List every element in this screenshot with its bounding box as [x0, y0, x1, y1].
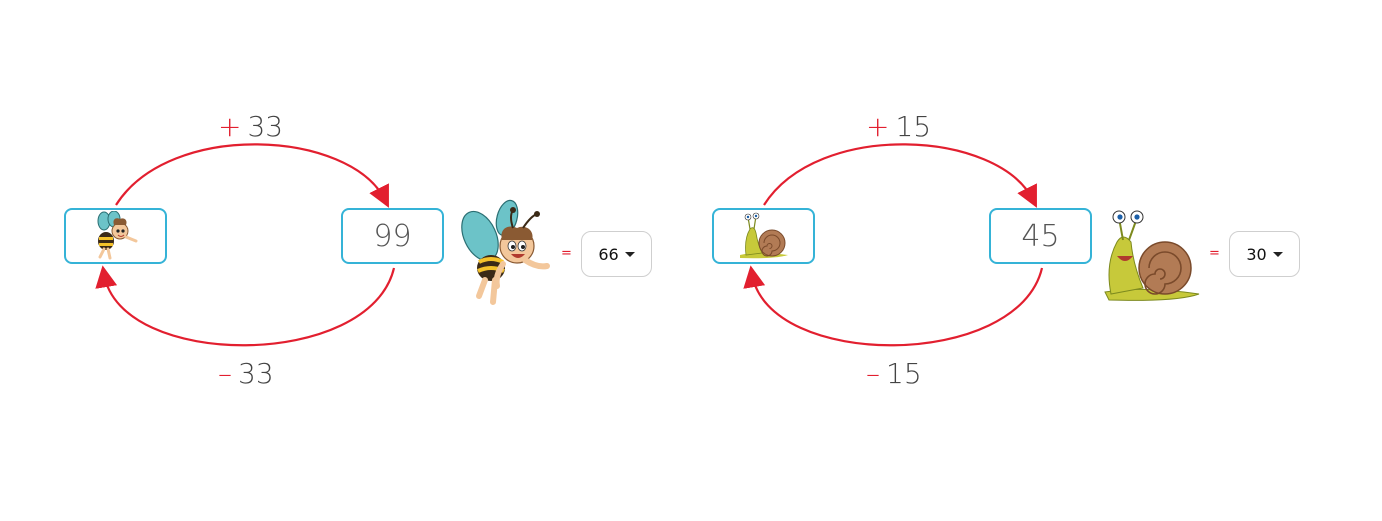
backward-arrow	[95, 265, 396, 347]
equals-sign: =	[561, 246, 572, 261]
backward-arrow	[743, 265, 1044, 347]
add-operation-label: +15	[866, 110, 932, 143]
forward-arrow	[763, 143, 1037, 208]
answer-value: 66	[598, 244, 619, 264]
result-box: 45	[989, 208, 1092, 264]
subtract-operation-label: –15	[866, 357, 922, 390]
result-box: 99	[341, 208, 444, 264]
arrows	[743, 143, 1044, 347]
caret-down-icon	[624, 251, 635, 257]
caret-down-icon	[1272, 251, 1283, 257]
answer-value: 30	[1246, 244, 1267, 264]
answer-dropdown[interactable]: 66	[581, 231, 652, 277]
start-box	[712, 208, 815, 264]
start-box	[64, 208, 167, 264]
snail-character-icon	[1104, 210, 1200, 301]
result-value: 45	[1021, 218, 1060, 254]
puzzle-bee: +33 –33 99	[64, 110, 652, 390]
result-value: 99	[373, 218, 412, 254]
add-operation-label: +33	[218, 110, 284, 143]
answer-dropdown[interactable]: 30	[1229, 231, 1300, 277]
subtract-operation-label: –33	[218, 357, 274, 390]
snail-icon	[739, 212, 788, 259]
puzzle-snail: +15 –15 45 = 30	[648, 0, 1339, 521]
arrows	[95, 143, 396, 347]
equals-sign: =	[1209, 246, 1220, 261]
bee-icon	[97, 211, 137, 260]
bee-character-icon	[461, 199, 550, 305]
forward-arrow	[115, 143, 389, 208]
